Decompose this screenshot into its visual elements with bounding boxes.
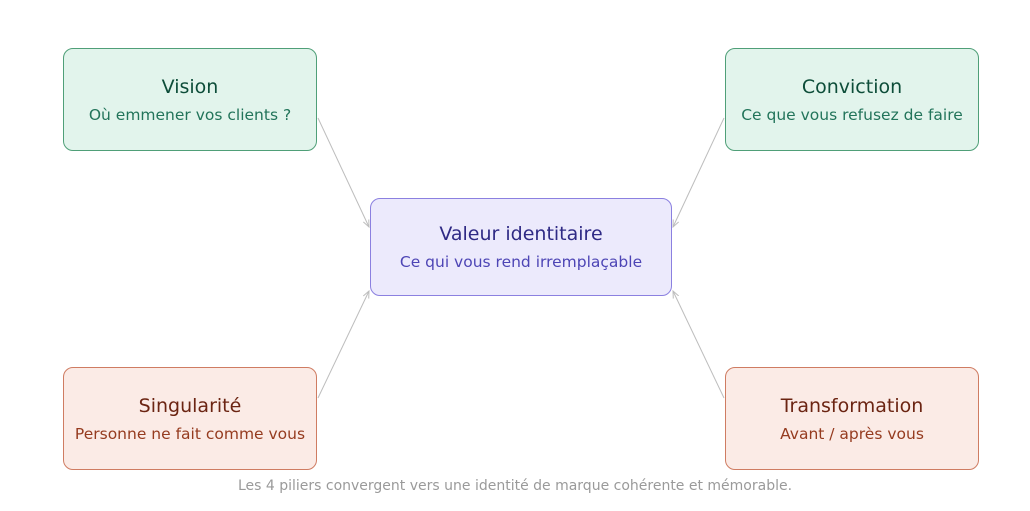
pillar-conviction: Conviction Ce que vous refusez de faire — [725, 48, 979, 151]
pillar-vision-title: Vision — [161, 75, 219, 98]
connector-singularite-to-center — [317, 291, 369, 399]
diagram-caption: Les 4 piliers convergent vers une identi… — [237, 478, 793, 494]
pillar-conviction-title: Conviction — [801, 75, 903, 98]
connector-conviction-to-center — [673, 117, 725, 227]
pillar-vision-subtitle: Où emmener vos clients ? — [88, 105, 292, 124]
connector-vision-to-center — [317, 117, 369, 227]
pillar-transformation: Transformation Avant / après vous — [725, 367, 979, 470]
pillar-singularite-subtitle: Personne ne fait comme vous — [74, 424, 306, 443]
pillar-transformation-title: Transformation — [780, 394, 924, 417]
pillar-vision: Vision Où emmener vos clients ? — [63, 48, 317, 151]
pillar-singularite: Singularité Personne ne fait comme vous — [63, 367, 317, 470]
connector-transformation-to-center — [673, 291, 725, 399]
center-node-valeur-identitaire: Valeur identitaire Ce qui vous rend irre… — [370, 198, 672, 296]
pillar-transformation-subtitle: Avant / après vous — [780, 424, 924, 443]
pillar-conviction-subtitle: Ce que vous refusez de faire — [741, 105, 963, 124]
center-node-title: Valeur identitaire — [439, 223, 603, 245]
center-node-subtitle: Ce qui vous rend irremplaçable — [399, 253, 643, 271]
pillar-singularite-title: Singularité — [138, 394, 242, 417]
